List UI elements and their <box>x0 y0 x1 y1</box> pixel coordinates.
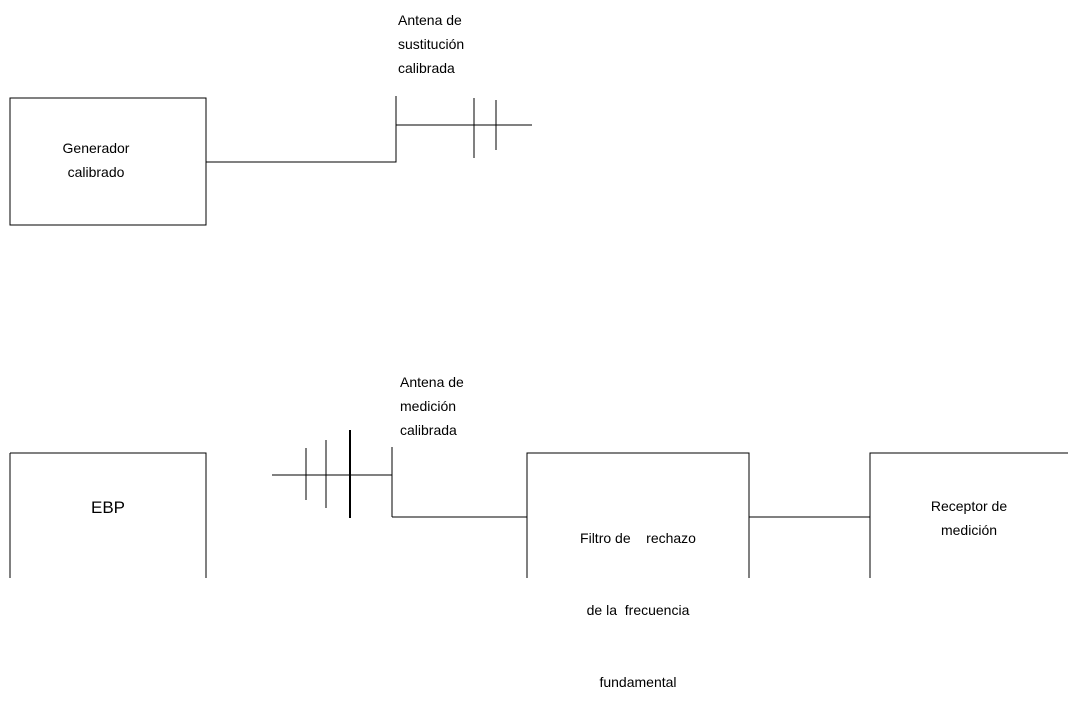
filter-box <box>526 452 750 578</box>
substitution-antenna-label-line3: calibrada <box>398 60 455 76</box>
generator-label: Generador calibrado <box>40 136 152 184</box>
receiver-label-line1: Receptor de <box>930 498 1008 514</box>
receiver-box <box>869 452 1068 578</box>
filter-label: Filtro de rechazo de la frecuencia funda… <box>527 478 749 718</box>
test-setup-diagram <box>9 96 1068 578</box>
measurement-antenna-label: Antena de medición calibrada <box>400 370 464 442</box>
substitution-antenna-label: Antena de sustitución calibrada <box>398 8 464 80</box>
measurement-antenna-label-line3: calibrada <box>400 422 457 438</box>
generator-to-antenna-cable <box>206 125 397 163</box>
generator-label-line2: calibrado <box>67 164 125 180</box>
generator-box <box>9 97 207 226</box>
substitution-antenna-label-line2: sustitución <box>398 36 465 52</box>
ebp-label-text: EBP <box>90 498 126 517</box>
ebp-box <box>10 452 207 578</box>
measurement-antenna-label-line2: medición <box>400 398 457 414</box>
filter-label-line3: fundamental <box>599 674 677 690</box>
generator-label-line1: Generador <box>62 140 130 156</box>
filter-label-line1: Filtro de rechazo <box>580 530 696 546</box>
filter-label-line2: de la frecuencia <box>586 602 690 618</box>
substitution-antenna-label-line1: Antena de <box>398 12 462 28</box>
receiver-label-line2: medición <box>940 522 998 538</box>
ebp-label: EBP <box>10 496 206 520</box>
receiver-label: Receptor de medición <box>870 494 1068 542</box>
measurement-antenna-label-line1: Antena de <box>400 374 464 390</box>
